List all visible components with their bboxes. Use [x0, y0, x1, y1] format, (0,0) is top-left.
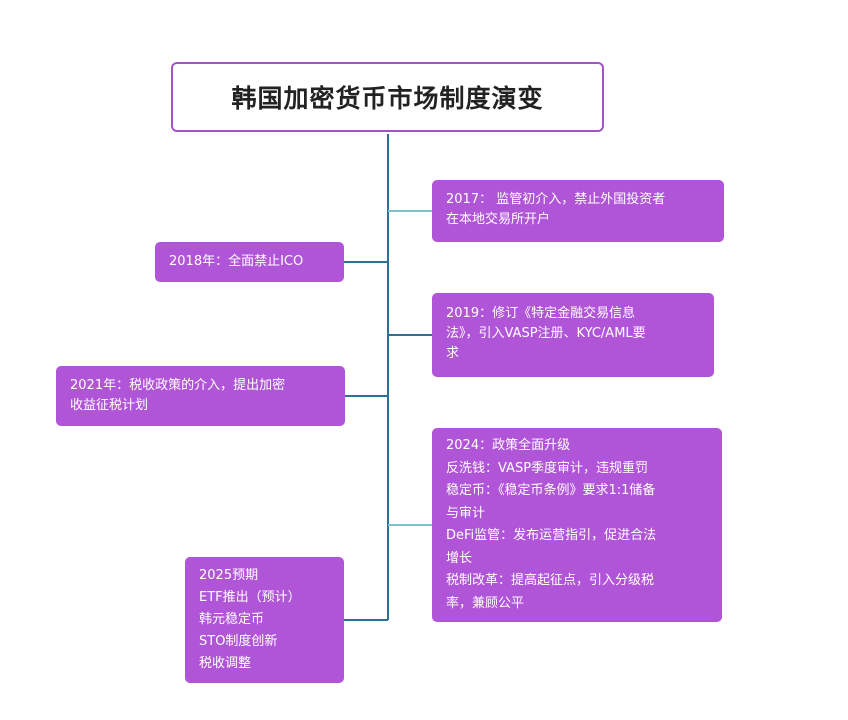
- node-2019-line-2: 法》，引入VASP注册、KYC/AML要: [446, 326, 646, 341]
- node-2019-line-1: 2019：修订《特定金融交易信息: [446, 306, 636, 321]
- node-2024-line-7: 税制改革：提高起征点，引入分级税: [446, 573, 655, 588]
- node-2021-line-1: 2021年：税收政策的介入，提出加密: [70, 378, 286, 393]
- node-2024-line-3: 稳定币：《稳定币条例》要求1:1储备: [446, 483, 656, 498]
- node-2019: 2019：修订《特定金融交易信息 法》，引入VASP注册、KYC/AML要 求: [432, 293, 714, 377]
- node-2025: 2025预期 ETF推出（预计） 韩元稳定币 STO制度创新 税收调整: [185, 557, 344, 683]
- node-2024-line-6: 增长: [446, 550, 473, 566]
- node-2021-line-2: 收益征税计划: [70, 398, 149, 413]
- node-2019-line-3: 求: [446, 346, 460, 361]
- node-2025-line-4: STO制度创新: [199, 634, 278, 649]
- node-2021: 2021年：税收政策的介入，提出加密 收益征税计划: [56, 366, 345, 426]
- node-2025-line-2: ETF推出（预计）: [199, 590, 301, 605]
- node-2025-line-5: 税收调整: [199, 656, 252, 671]
- node-2017-line-2: 在本地交易所开户: [446, 212, 551, 227]
- node-2024-line-4: 与审计: [446, 505, 486, 521]
- node-2017: 2017： 监管初介入，禁止外国投资者 在本地交易所开户: [432, 180, 724, 242]
- node-2024-line-2: 反洗钱：VASP季度审计，违规重罚: [446, 460, 649, 476]
- node-2024: 2024：政策全面升级 反洗钱：VASP季度审计，违规重罚 稳定币：《稳定币条例…: [432, 428, 722, 622]
- node-2017-line-1: 2017： 监管初介入，禁止外国投资者: [446, 192, 666, 207]
- node-2025-line-3: 韩元稳定币: [199, 612, 265, 627]
- node-2024-line-8: 率，兼顾公平: [446, 595, 525, 611]
- node-2025-line-1: 2025预期: [199, 568, 259, 583]
- node-2018: 2018年：全面禁止ICO: [155, 242, 344, 282]
- node-2024-line-5: DeFi监管：发布运营指引，促进合法: [446, 528, 657, 543]
- node-2018-line-1: 2018年：全面禁止ICO: [169, 254, 304, 269]
- diagram-title: 韩国加密货币市场制度演变: [171, 62, 604, 132]
- node-2024-line-1: 2024：政策全面升级: [446, 438, 571, 453]
